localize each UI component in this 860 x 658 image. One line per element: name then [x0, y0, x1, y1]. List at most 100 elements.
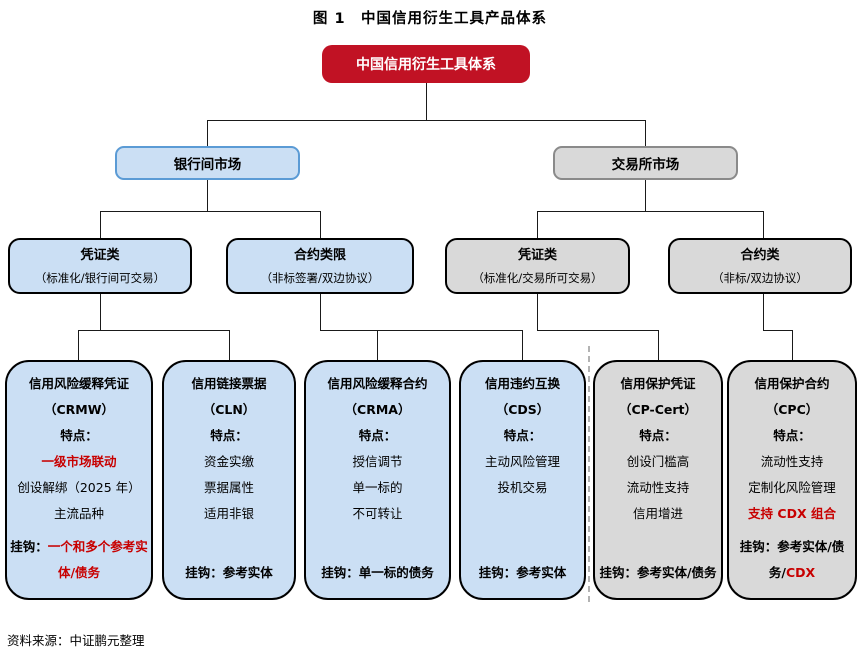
feature-line: 创设解绑（2025 年）: [17, 480, 141, 495]
link-line: 挂钩：一个和多个参考实体/债务: [10, 534, 148, 586]
category-label: 凭证类: [517, 248, 557, 263]
link-line: 挂钩：参考实体: [464, 560, 581, 586]
feature-line: 信用增进: [632, 506, 683, 521]
link-line: 挂钩：单一标的债务: [309, 560, 446, 586]
market-separator-dashed-line: [588, 346, 590, 602]
features-label: 特点：: [639, 428, 677, 443]
product-card-cds: 信用违约互换（CDS）特点：主动风险管理投机交易挂钩：参考实体: [459, 360, 586, 600]
feature-line: 资金实缴: [203, 454, 254, 469]
edge-p0-stub: [78, 330, 79, 360]
edge-market1-stub: [207, 120, 208, 146]
edge-root-bar: [207, 120, 646, 121]
category-subtitle: （非标签署/双边协议）: [260, 271, 380, 285]
product-code: （CRMA）: [344, 402, 411, 417]
product-code: （CP-Cert）: [618, 402, 698, 417]
product-title: 信用链接票据: [191, 376, 267, 391]
link-value: 参考实体/债务: [636, 565, 717, 580]
edge-p1-stub: [229, 330, 230, 360]
feature-line: 投机交易: [497, 480, 548, 495]
category-label: 合约类限: [293, 248, 346, 263]
category-label: 凭证类: [80, 248, 120, 263]
product-title: 信用风险缓释凭证: [28, 376, 129, 391]
edge-cat1-down: [100, 294, 101, 330]
link-label: 挂钩：: [599, 565, 637, 580]
product-code: （CPC）: [765, 402, 819, 417]
edge-cat4-stub: [763, 211, 764, 238]
node-category-contract-bank: 合约类限 （非标签署/双边协议）: [226, 238, 414, 294]
edge-cat4-down: [763, 294, 764, 330]
node-category-contract-exchange: 合约类 （非标/双边协议）: [668, 238, 852, 294]
node-category-certificate-exchange: 凭证类 （标准化/交易所可交易）: [445, 238, 630, 294]
product-card-cp-cert: 信用保护凭证 （CP-Cert） 特点： 创设门槛高流动性支持信用增进挂钩：参考实体/…: [593, 360, 723, 600]
feature-line: 单一标的: [352, 480, 403, 495]
product-card-crmw: 信用风险缓释凭证 （CRMW） 特点： 一级市场联动创设解绑（2025 年） 主流品种挂…: [5, 360, 153, 600]
link-value: 一个和多个参考实体/债务: [47, 539, 148, 580]
root-node: 中国信用衍生工具体系: [322, 45, 530, 83]
category-label: 合约类: [740, 248, 780, 263]
category-subtitle: （非标/双边协议）: [712, 271, 808, 285]
link-line: 挂钩：参考实体/债务: [598, 560, 718, 586]
feature-line: 一级市场联动: [41, 454, 117, 469]
features-label: 特点：: [60, 428, 98, 443]
edge-p5-stub: [792, 330, 793, 360]
feature-line: 流动性支持: [760, 454, 824, 469]
product-title: 信用违约互换: [484, 376, 560, 391]
feature-line: 定制化风险管理: [748, 480, 836, 495]
edge-market2-down: [645, 180, 646, 211]
link-value: 参考实体: [516, 565, 567, 580]
link-label: 挂钩：: [478, 565, 517, 580]
feature-line: 票据属性: [203, 480, 254, 495]
edge-cat2-bar: [320, 330, 523, 331]
product-title: 信用保护合约: [754, 376, 830, 391]
features-label: 特点：: [210, 428, 248, 443]
data-source-note: 资料来源：中证鹏元整理: [7, 633, 145, 648]
link-value: CDX: [785, 565, 816, 580]
link-value: 参考实体/债务/: [768, 539, 845, 580]
link-label: 挂钩：: [10, 539, 48, 554]
link-line: 挂钩：参考实体: [167, 560, 291, 586]
product-title: 信用保护凭证: [620, 376, 696, 391]
figure-title: 图 1 中国信用衍生工具产品体系: [312, 11, 548, 27]
edge-cat3-stub: [537, 211, 538, 238]
edge-p2-stub: [377, 330, 378, 360]
features-label: 特点：: [358, 428, 397, 443]
node-interbank-market: 银行间市场: [115, 146, 300, 180]
feature-line: 适用非银: [203, 506, 254, 521]
edge-market1-down: [207, 180, 208, 211]
product-card-cpc: 信用保护合约 （CPC） 特点： 流动性支持定制化风险管理支持 CDX 组合挂钩：参考…: [727, 360, 857, 600]
feature-line: 不可转让: [352, 506, 403, 521]
edge-root-stub: [426, 83, 427, 120]
feature-line: 创设门槛高: [626, 454, 690, 469]
feature-line: 授信调节: [352, 454, 403, 469]
edge-p4-stub: [658, 330, 659, 360]
edge-cat3-bar: [537, 330, 658, 331]
edge-cat3-down: [537, 294, 538, 330]
link-label: 挂钩：: [321, 565, 359, 580]
feature-line: 主动风险管理: [484, 454, 560, 469]
feature-line: 支持 CDX 组合: [748, 506, 836, 521]
feature-line: 流动性支持: [626, 480, 690, 495]
feature-line: 主流品种: [53, 506, 104, 521]
edge-cat4-bar: [763, 330, 792, 331]
product-card-crma: 信用风险缓释合约（CRMA）特点：授信调节单一标的不可转让挂钩：单一标的债务: [304, 360, 451, 600]
edge-cat1-stub: [100, 211, 101, 238]
edge-cat1-bar: [78, 330, 230, 331]
link-value: 参考实体: [222, 565, 273, 580]
product-code: （CRMW）: [43, 402, 115, 417]
edge-exchange-bar: [537, 211, 764, 212]
edge-p3-stub: [522, 330, 523, 360]
edge-market2-stub: [645, 120, 646, 146]
link-value: 单一标的债务: [358, 565, 434, 580]
edge-cat2-stub: [320, 211, 321, 238]
link-label: 挂钩：: [185, 565, 223, 580]
features-label: 特点：: [773, 428, 811, 443]
product-code: （CLN）: [202, 402, 256, 417]
link-label: 挂钩：: [739, 539, 778, 554]
category-subtitle: （标准化/交易所可交易）: [472, 271, 603, 285]
product-card-cln: 信用链接票据 （CLN） 特点： 资金实缴票据属性适用非银挂钩：参考实体: [162, 360, 296, 600]
edge-cat2-down: [320, 294, 321, 330]
edge-bank-bar: [100, 211, 321, 212]
features-label: 特点：: [503, 428, 542, 443]
node-category-certificate-bank: 凭证类 （标准化/银行间可交易）: [8, 238, 192, 294]
